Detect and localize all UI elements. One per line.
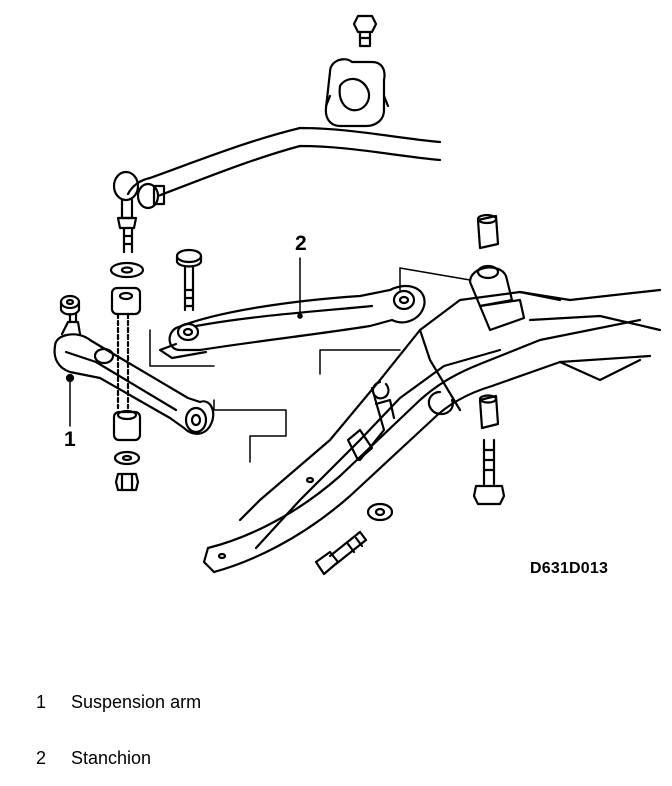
figure-code: D631D013 — [530, 560, 609, 577]
stabilizer-link — [112, 170, 166, 254]
legend-item: 2 Stanchion — [36, 748, 151, 769]
right-top-sleeve — [468, 213, 514, 308]
bushing-clamp — [324, 14, 390, 128]
suspension-exploded-diagram — [53, 14, 662, 576]
suspension-arm — [53, 312, 215, 435]
stanchion-bolt — [175, 248, 203, 312]
lower-bushing-stack — [112, 409, 142, 492]
callout-leaders — [69, 257, 303, 427]
legend-number: 2 — [36, 748, 47, 768]
legend-number: 1 — [36, 692, 47, 712]
small-nut-upper — [59, 294, 81, 316]
link-washer-bushing — [109, 261, 145, 316]
explosion-guide-lines — [149, 267, 471, 463]
callout-stanchion: 2 — [295, 232, 307, 255]
legend-label: Suspension arm — [71, 692, 202, 712]
bottom-bolt-washer — [314, 502, 394, 576]
legend-item: 1 Suspension arm — [36, 692, 201, 713]
right-lower-bolt — [472, 394, 506, 506]
subframe — [202, 288, 662, 574]
callout-suspension-arm: 1 — [64, 428, 76, 451]
stabilizer-bar — [126, 126, 442, 198]
stanchion — [158, 284, 426, 360]
legend-label: Stanchion — [71, 748, 152, 768]
